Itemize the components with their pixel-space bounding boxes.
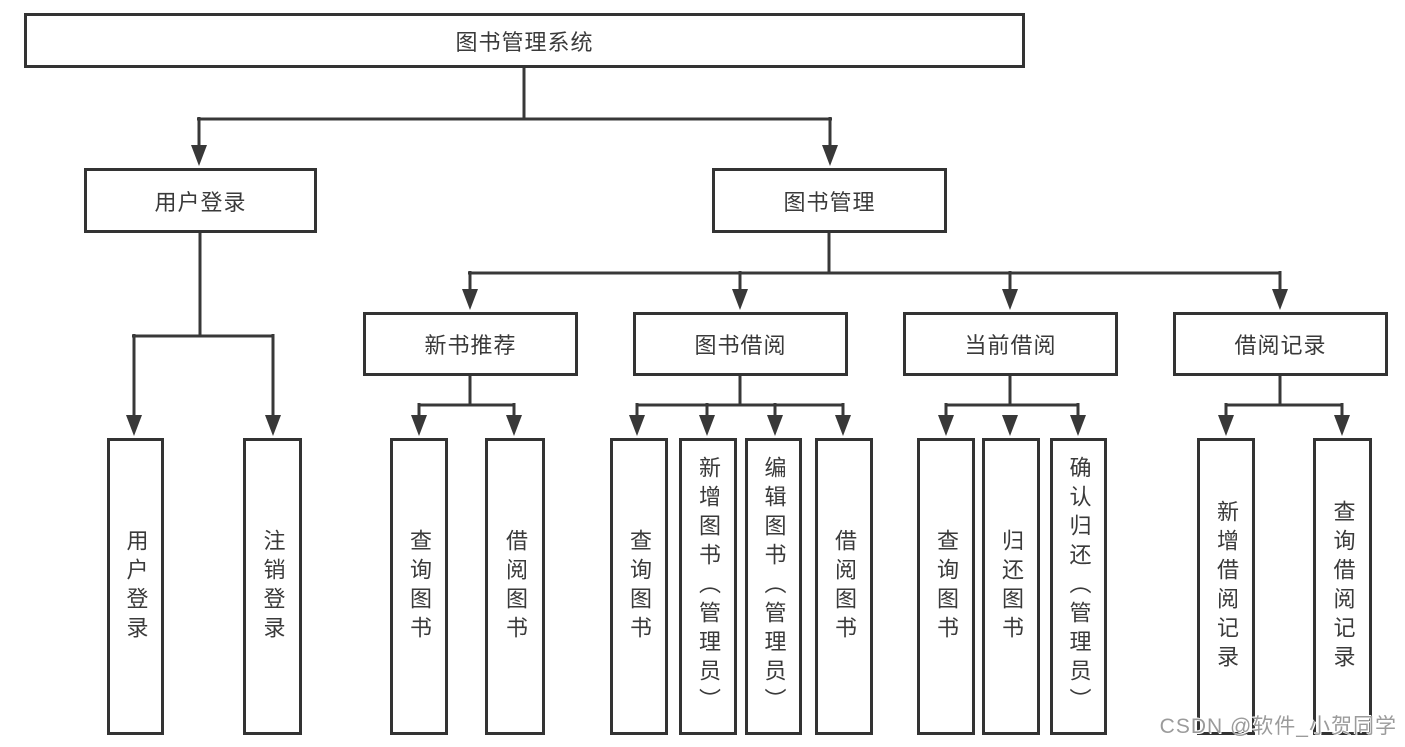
leaf-borrow-books-label: 借阅图书 (832, 528, 857, 645)
node-borrowing-records-label: 借阅记录 (1234, 333, 1327, 358)
leaf-edit-books-admin-label: 编辑图书（管理员） (761, 456, 787, 717)
node-user-login: 用户登录 (84, 168, 317, 233)
leaf-query-books-recommend: 查询图书 (390, 438, 448, 735)
leaf-add-borrow-record: 新增借阅记录 (1197, 438, 1255, 735)
node-book-borrowing: 图书借阅 (633, 312, 848, 376)
node-root: 图书管理系统 (24, 13, 1025, 68)
leaf-borrow-books-recommend: 借阅图书 (485, 438, 545, 735)
leaf-query-books-current: 查询图书 (917, 438, 975, 735)
node-user-login-label: 用户登录 (154, 189, 247, 215)
leaf-query-books-current-label: 查询图书 (934, 528, 959, 645)
leaf-edit-books-admin: 编辑图书（管理员） (745, 438, 802, 735)
leaf-return-books: 归还图书 (982, 438, 1040, 735)
node-book-borrowing-label: 图书借阅 (694, 333, 787, 358)
leaf-query-books-borrowing-label: 查询图书 (627, 528, 652, 645)
leaf-add-books-admin: 新增图书（管理员） (679, 438, 737, 735)
leaf-query-borrow-record-label: 查询借阅记录 (1330, 499, 1356, 674)
node-new-book-recommend-label: 新书推荐 (424, 333, 517, 358)
leaf-return-books-label: 归还图书 (999, 528, 1024, 645)
csdn-watermark: CSDN @软件_小贺同学 (1159, 715, 1397, 738)
leaf-logout-label: 注销登录 (260, 528, 286, 645)
leaf-logout: 注销登录 (243, 438, 302, 735)
leaf-query-borrow-record: 查询借阅记录 (1313, 438, 1372, 735)
node-new-book-recommend: 新书推荐 (363, 312, 578, 376)
leaf-borrow-books: 借阅图书 (815, 438, 873, 735)
node-root-label: 图书管理系统 (455, 29, 594, 55)
leaf-query-books-recommend-label: 查询图书 (407, 528, 432, 645)
leaf-confirm-return-admin: 确认归还（管理员） (1050, 438, 1107, 735)
leaf-confirm-return-admin-label: 确认归还（管理员） (1066, 456, 1092, 717)
leaf-user-login-label: 用户登录 (123, 528, 149, 645)
node-book-management-label: 图书管理 (783, 189, 876, 215)
node-borrowing-records: 借阅记录 (1173, 312, 1388, 376)
node-current-borrowing: 当前借阅 (903, 312, 1118, 376)
node-book-management: 图书管理 (712, 168, 947, 233)
leaf-add-borrow-record-label: 新增借阅记录 (1214, 499, 1239, 674)
leaf-borrow-books-recommend-label: 借阅图书 (503, 528, 528, 645)
leaf-query-books-borrowing: 查询图书 (610, 438, 668, 735)
leaf-add-books-admin-label: 新增图书（管理员） (696, 456, 721, 717)
leaf-user-login: 用户登录 (107, 438, 164, 735)
arrowhead-icons (126, 145, 1350, 436)
node-current-borrowing-label: 当前借阅 (964, 333, 1057, 358)
